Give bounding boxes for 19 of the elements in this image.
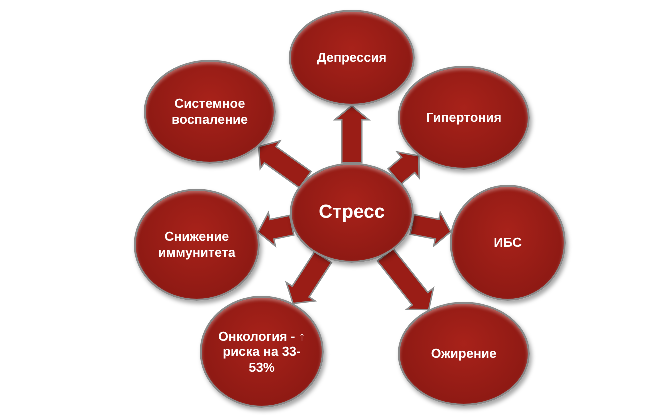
node-label: Депрессия (317, 50, 387, 66)
block-arrow (257, 210, 295, 248)
node-label: Снижение иммунитета (157, 229, 237, 261)
ellipse-node (398, 302, 530, 406)
block-arrow (285, 250, 333, 305)
node-label: Гипертония (426, 110, 502, 126)
block-arrow (258, 140, 312, 190)
block-arrow (332, 105, 372, 164)
node-label: Онкология - ↑ риска на 33-53% (217, 328, 306, 376)
node-label: Системное воспаление (170, 96, 250, 128)
node-label: ИБС (494, 235, 522, 251)
node-label: Ожирение (431, 346, 497, 362)
block-arrow (376, 248, 435, 311)
ellipse-node (398, 66, 530, 170)
block-arrow (387, 151, 420, 186)
ellipse-node (200, 296, 324, 408)
node-label: Стресс (318, 202, 386, 224)
ellipse-node (290, 163, 414, 263)
block-arrow (410, 210, 452, 248)
